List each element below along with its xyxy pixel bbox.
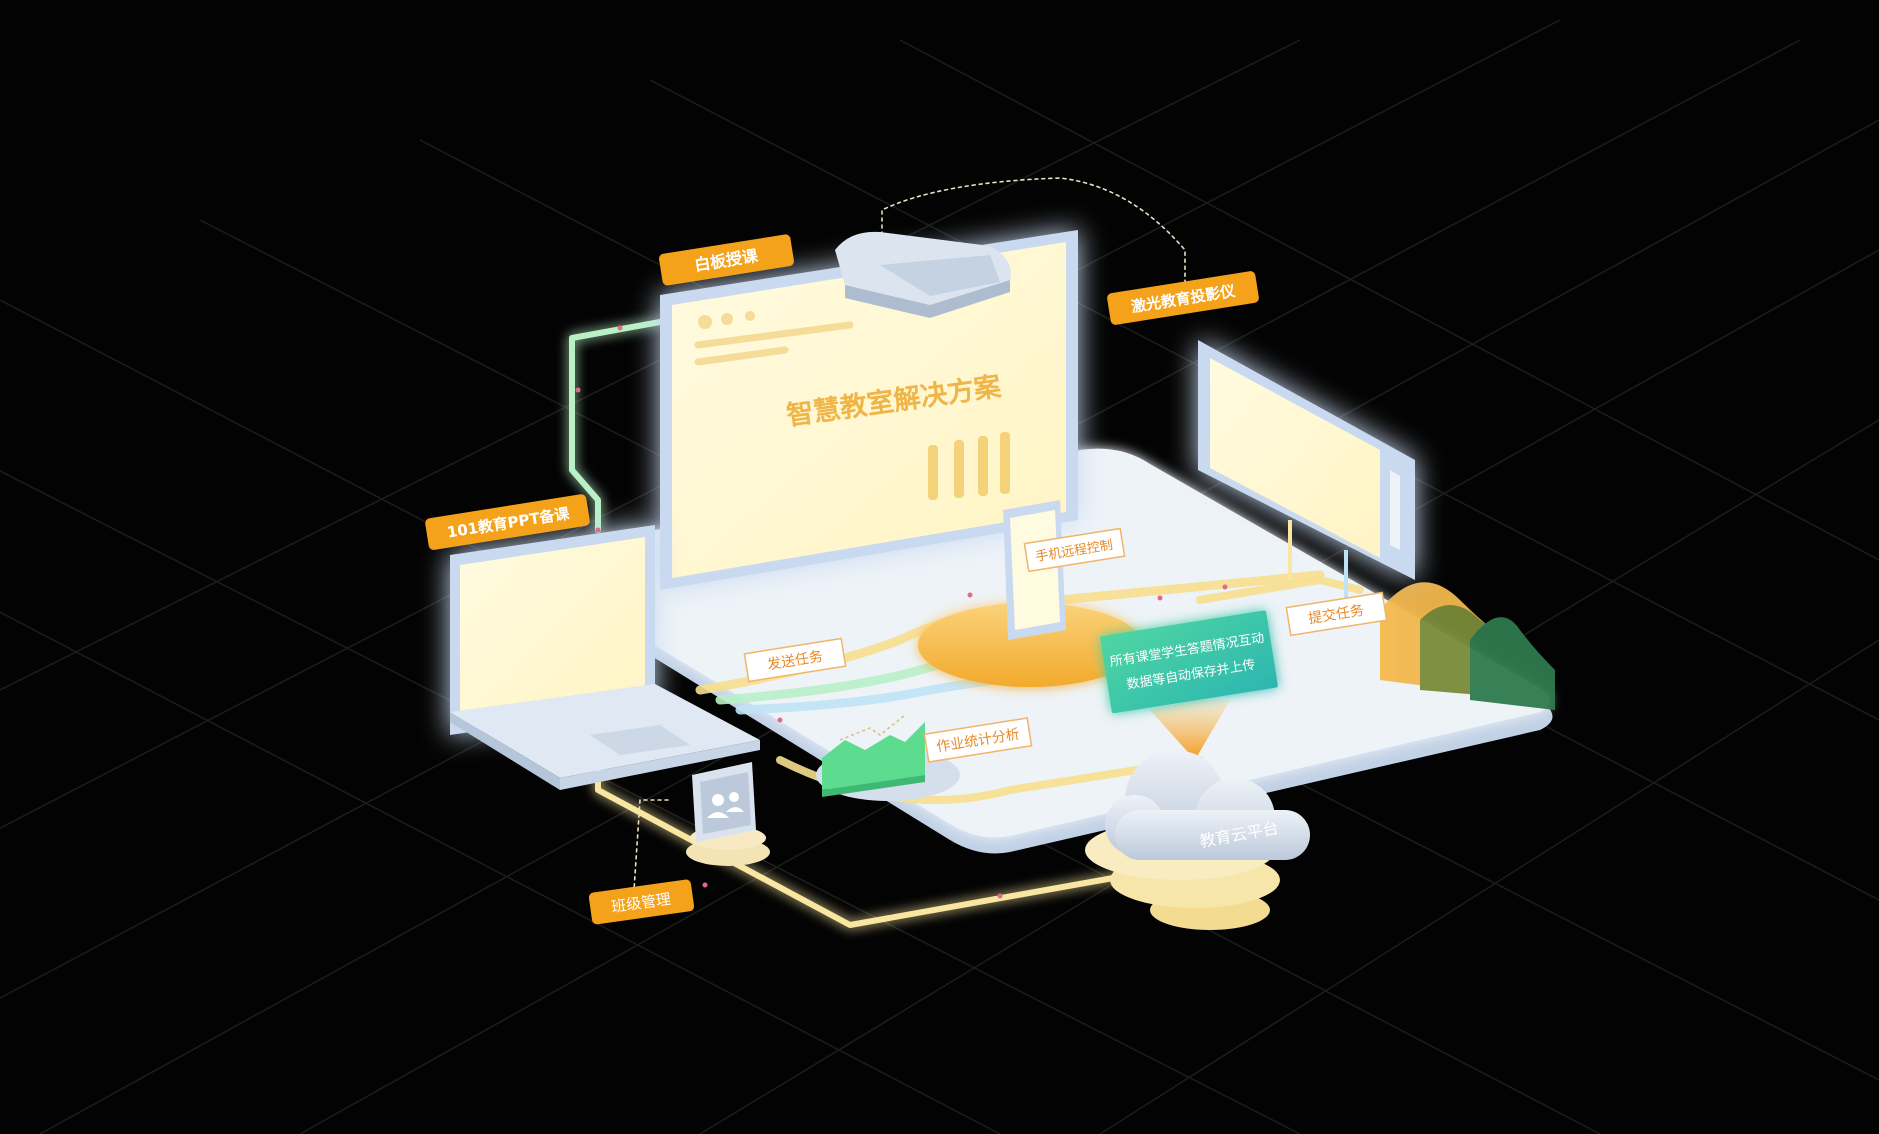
callout-phone-control: 手机远程控制 [1023, 527, 1126, 573]
homework-stats-chart [816, 714, 960, 801]
info-box: 所有课堂学生答题情况互动 数据等自动保存并上传 [1100, 610, 1278, 714]
whiteboard: 智慧教室解决方案 [660, 230, 1078, 590]
decorative-hills [1380, 582, 1555, 710]
projector-icon [835, 231, 1011, 318]
whiteboard-bar-icon [928, 432, 1010, 500]
cloud-platform: 教育云平台 [1085, 700, 1310, 930]
whiteboard-screen [672, 242, 1066, 578]
laptop [450, 525, 760, 790]
cloud-icon [1105, 750, 1310, 860]
tag-whiteboard: 白板授课 [659, 234, 794, 286]
callout-submit-task: 提交任务 [1285, 591, 1388, 637]
callout-send-task: 发送任务 [743, 637, 847, 683]
tag-projector: 激光教育投影仪 [1107, 271, 1259, 325]
class-manage-device [686, 762, 770, 866]
callout-homework-stats: 作业统计分析 [923, 717, 1033, 763]
path-dots [575, 325, 1228, 899]
users-icon [707, 792, 744, 818]
tag-class-manage: 班级管理 [588, 879, 695, 925]
projection-screen [1198, 340, 1415, 600]
